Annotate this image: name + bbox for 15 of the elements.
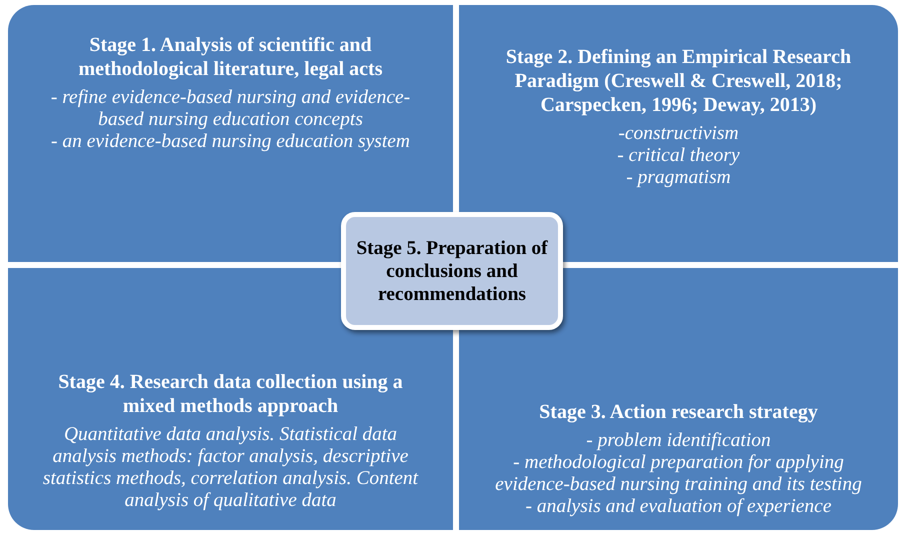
stage-item: - an evidence-based nursing education system [50, 131, 412, 153]
stage-item: - methodological preparation for applying evidence-based nursing training and its testing [494, 452, 863, 496]
stage-heading: Stage 5. Preparation of conclusions and recommendations [355, 236, 549, 306]
stage-item: Quantitative data analysis. Statistical data analysis methods: factor analysis, descriptive statistics methods, correlation analysis. Content analysis of qualitative data [42, 424, 420, 512]
stage-heading: Stage 2. Defining an Empirical Research Paradigm (Creswell & Creswell, 2018; Carspecken, 1996; Deway, 2013) [504, 45, 852, 117]
stage-item: - critical theory [616, 145, 741, 167]
stage-item: - refine evidence-based nursing and evidence-based nursing education concepts [50, 87, 412, 131]
stage-item: - problem identification [585, 430, 772, 452]
stage-heading: Stage 3. Action research strategy [538, 400, 819, 424]
stage-item: - analysis and evaluation of experience [524, 496, 832, 518]
center-box [341, 212, 563, 330]
stage-heading: Stage 1. Analysis of scientific and methodological literature, legal acts [77, 33, 384, 81]
stage-item: -constructivism [617, 123, 740, 145]
stage-heading: Stage 4. Research data collection using a mixed methods approach [57, 370, 404, 418]
stage-item: - pragmatism [625, 167, 732, 189]
